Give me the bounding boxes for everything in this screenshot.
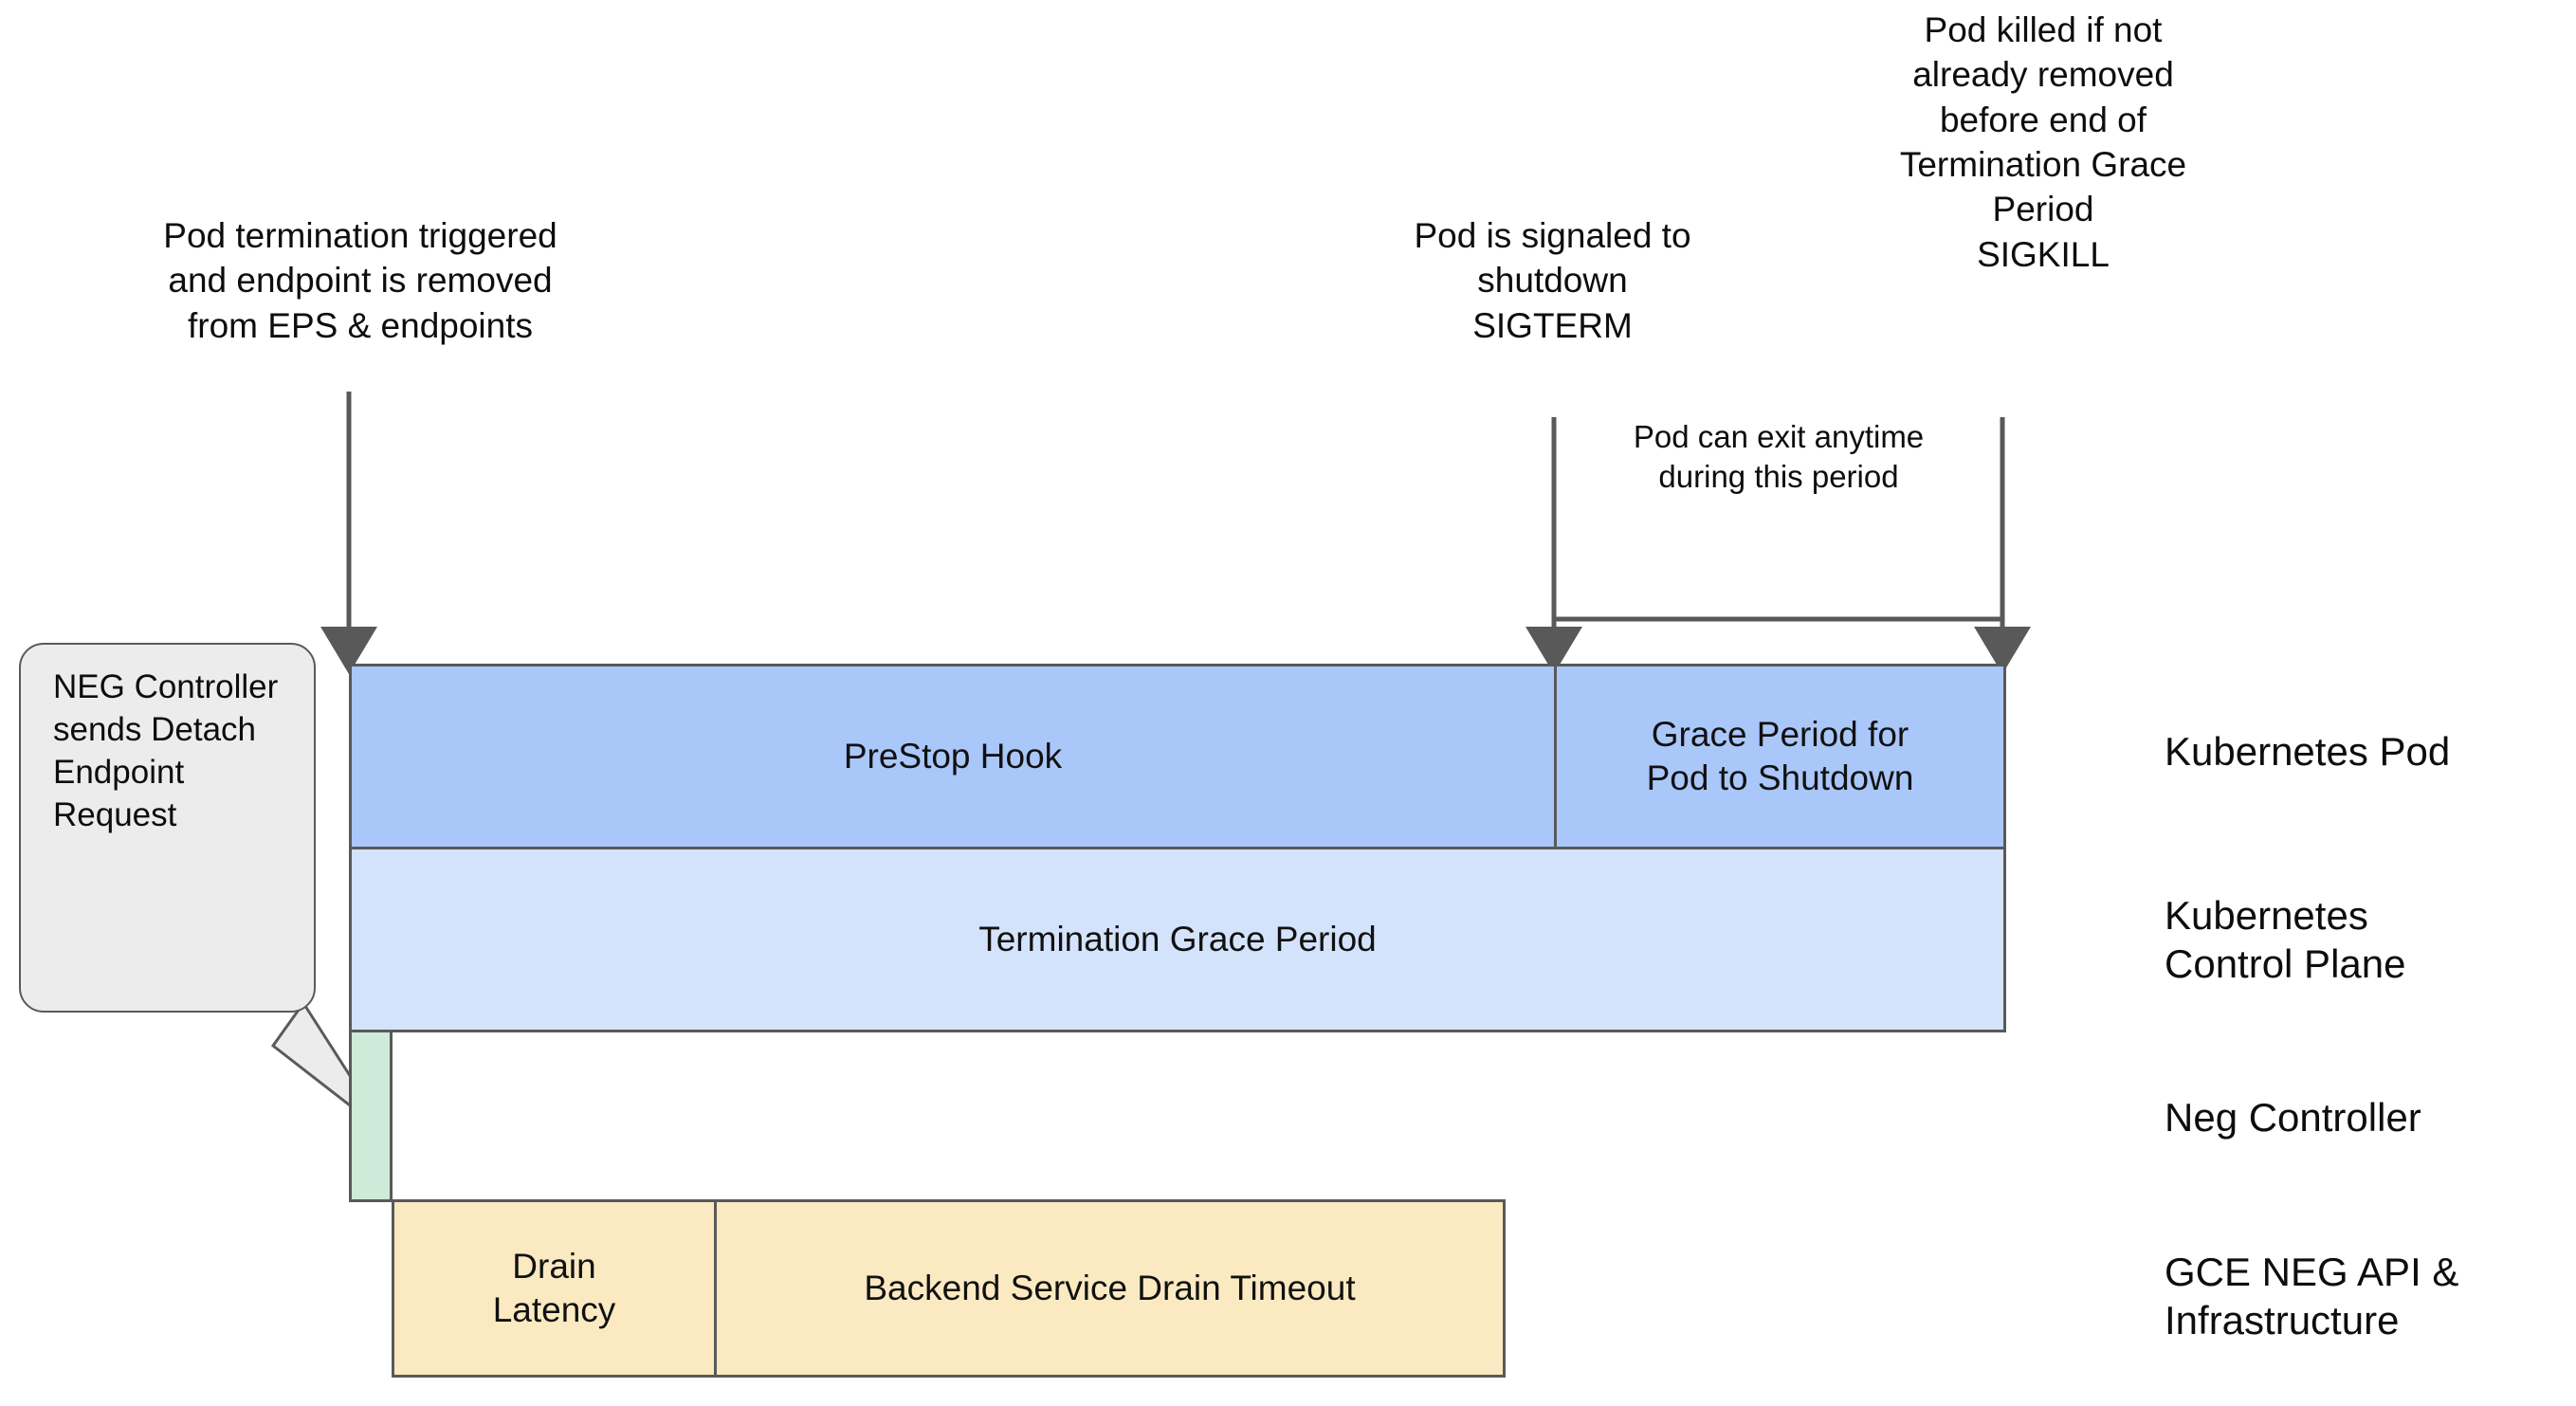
- legend-gce-neg-api-infrastructure: GCE NEG API & Infrastructure: [2165, 1250, 2459, 1343]
- bar-prestop-hook: PreStop Hook: [349, 664, 1557, 849]
- bar-grace-period-pod-shutdown: Grace Period for Pod to Shutdown: [1554, 664, 2006, 849]
- callout-neg-controller-detach: NEG Controller sends Detach Endpoint Req…: [19, 643, 316, 1013]
- legend-kubernetes-pod: Kubernetes Pod: [2165, 729, 2451, 774]
- legend-kubernetes-control-plane: Kubernetes Control Plane: [2165, 893, 2406, 987]
- bar-termination-grace-period: Termination Grace Period: [349, 847, 2006, 1032]
- bar-drain-latency: Drain Latency: [392, 1199, 717, 1378]
- bar-backend-service-drain-timeout: Backend Service Drain Timeout: [714, 1199, 1506, 1378]
- bar-neg-controller-detach: [349, 1030, 393, 1202]
- legend-neg-controller: Neg Controller: [2165, 1095, 2421, 1140]
- annotation-pod-exit-anytime: Pod can exit anytime during this period: [1633, 419, 1925, 495]
- annotation-sigkill: Pod killed if not already removed before…: [1899, 10, 2187, 274]
- annotation-termination-trigger: Pod termination triggered and endpoint i…: [163, 216, 557, 345]
- annotation-sigterm: Pod is signaled to shutdown SIGTERM: [1414, 216, 1691, 345]
